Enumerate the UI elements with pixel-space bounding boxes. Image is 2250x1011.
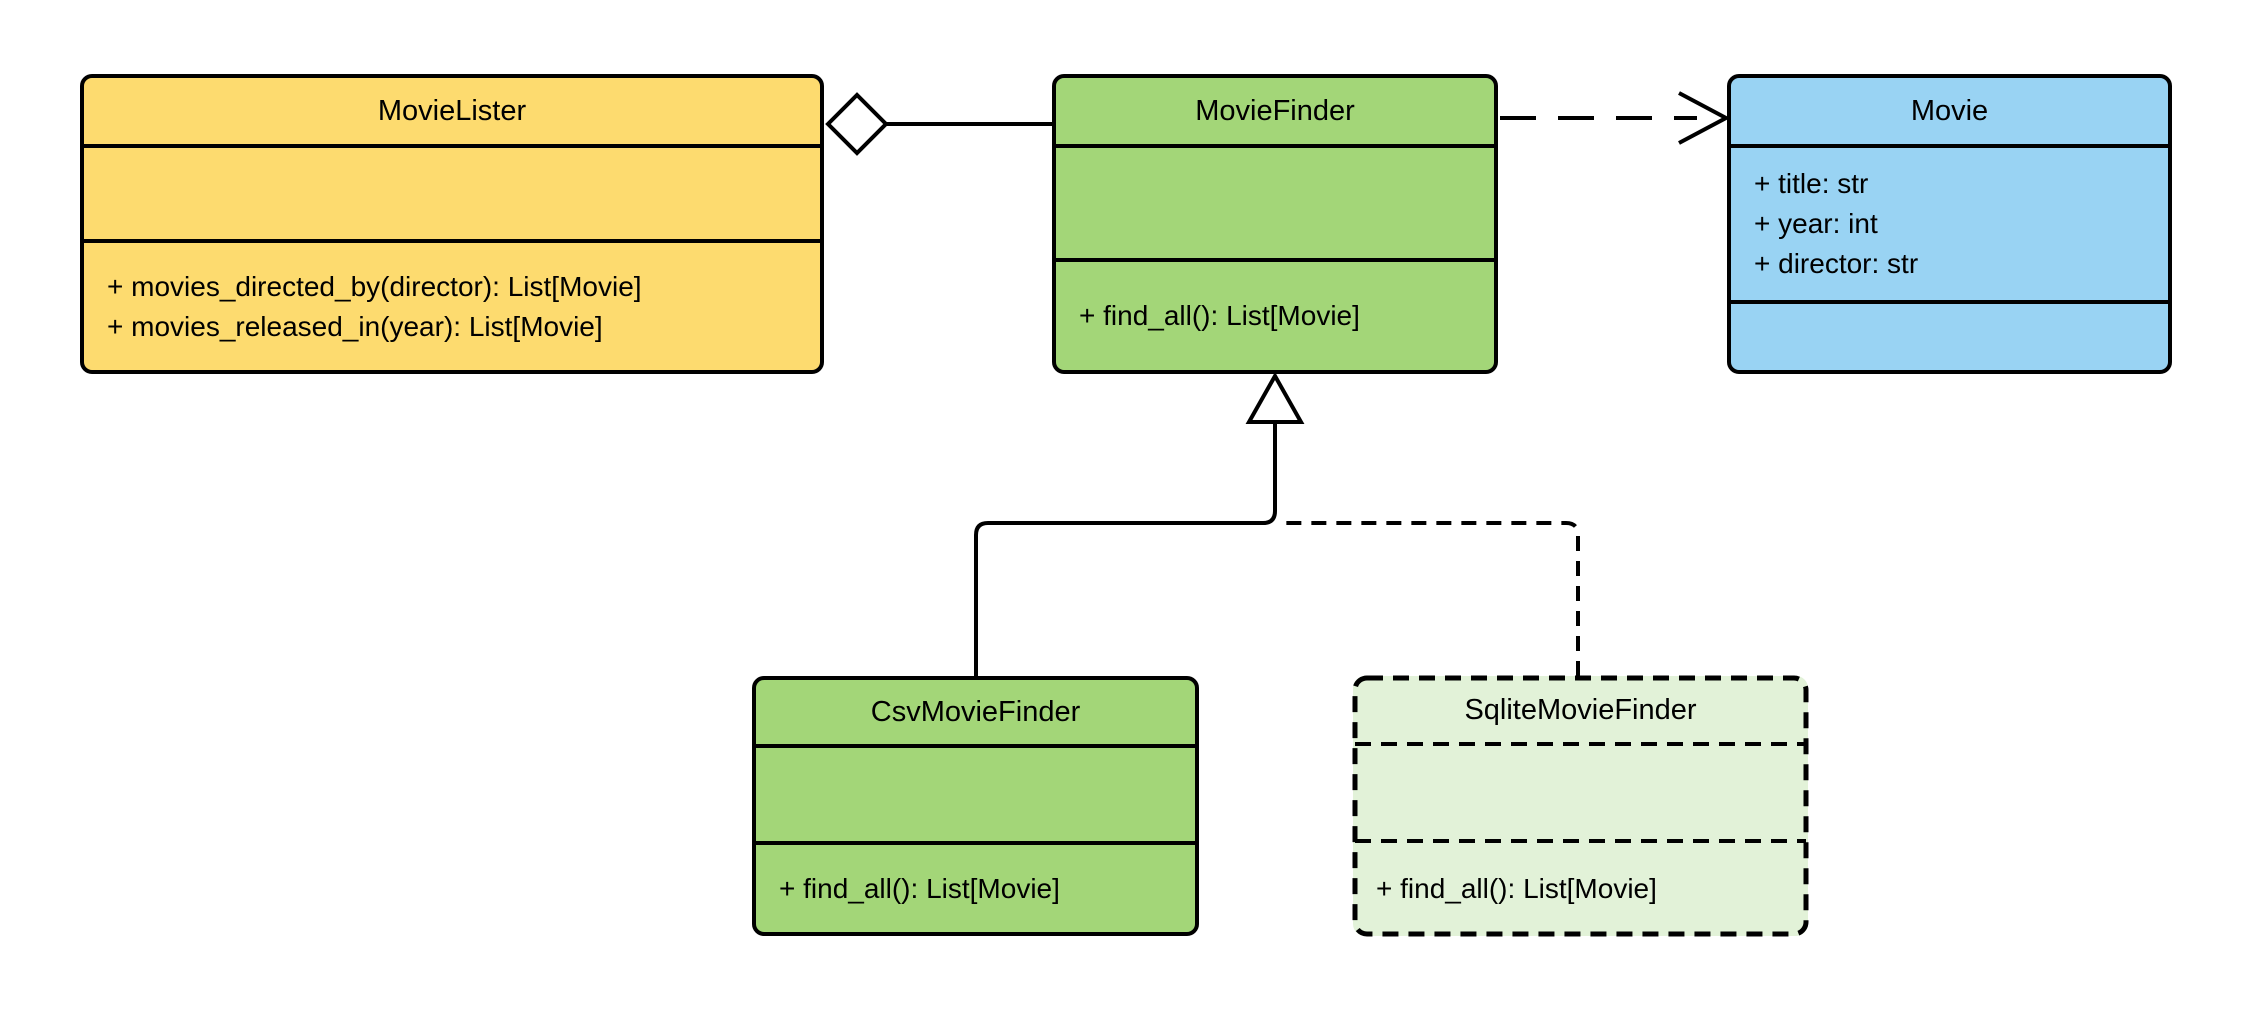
method-movies-directed-by: + movies_directed_by(director): List[Mov… [107,270,642,302]
class-methods-sqlitemoviefinder: + find_all(): List[Movie] [1353,841,1808,936]
method-find-all-csvmoviefinder: + find_all(): List[Movie] [779,872,1060,904]
class-box-moviefinder[interactable]: MovieFinder + find_all(): List[Movie] [1052,74,1498,374]
class-methods-csvmoviefinder: + find_all(): List[Movie] [756,841,1195,932]
class-attributes-sqlitemoviefinder-empty [1353,744,1808,841]
method-find-all-sqlitemoviefinder: + find_all(): List[Movie] [1376,872,1657,904]
class-attributes-csvmoviefinder-empty [756,744,1195,841]
class-attributes-movie: + title: str + year: int + director: str [1731,144,2168,300]
class-box-csvmoviefinder[interactable]: CsvMovieFinder + find_all(): List[Movie] [752,676,1199,936]
generalization-dashed-edge[interactable] [1279,521,1580,676]
class-title-moviefinder: MovieFinder [1195,94,1355,127]
generalization-solid-edge[interactable] [974,371,1305,676]
class-attributes-moviefinder-empty [1056,144,1494,258]
class-methods-moviefinder: + find_all(): List[Movie] [1056,258,1494,370]
class-title-sqlitemoviefinder: SqliteMovieFinder [1464,693,1697,726]
class-methods-movielister: + movies_directed_by(director): List[Mov… [84,239,820,370]
class-box-movielister[interactable]: MovieLister + movies_directed_by(directo… [80,74,824,374]
class-box-sqlitemoviefinder[interactable]: SqliteMovieFinder + find_all(): List[Mov… [1353,676,1808,936]
class-attributes-movielister-empty [84,144,820,239]
open-arrowhead-marker [1678,91,1731,145]
method-find-all-moviefinder: + find_all(): List[Movie] [1079,300,1360,331]
class-title-csvmoviefinder: CsvMovieFinder [870,695,1081,728]
attribute-director: + director: str [1754,248,1919,279]
dependency-edge[interactable] [1500,91,1731,145]
class-title-movie: Movie [1910,94,1989,127]
attribute-year: + year: int [1754,208,1878,239]
hollow-diamond-marker [825,92,889,156]
class-methods-movie-empty [1731,300,2168,370]
aggregation-edge[interactable] [825,92,1054,156]
class-title-movielister: MovieLister [377,94,527,127]
attribute-title: + title: str [1754,168,1869,199]
method-movies-released-in: + movies_released_in(year): List[Movie] [107,310,603,342]
class-box-movie[interactable]: Movie + title: str + year: int + directo… [1727,74,2172,374]
hollow-triangle-marker [1245,371,1305,424]
